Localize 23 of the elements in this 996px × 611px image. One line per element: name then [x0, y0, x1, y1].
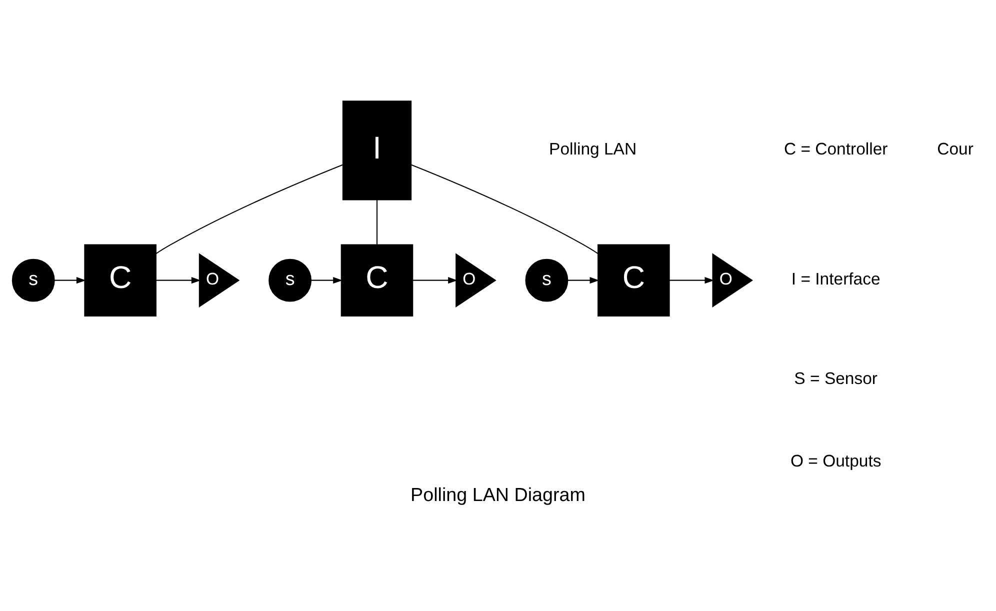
connector: [156, 164, 344, 254]
connector: [410, 164, 598, 254]
node-box: C: [84, 244, 156, 316]
node-box: C: [598, 244, 670, 316]
label: S = Sensor: [794, 368, 878, 388]
node-circle: s: [268, 258, 312, 302]
arrow: [54, 276, 86, 284]
node-circle: s: [12, 258, 55, 302]
node-box: C: [340, 244, 414, 316]
arrow: [156, 276, 201, 284]
arrow: [311, 276, 343, 284]
label: O = Outputs: [790, 451, 882, 470]
arrow: [568, 276, 600, 284]
caption: Polling LAN Diagram: [410, 483, 586, 504]
arrow: [412, 276, 458, 284]
label: Polling LAN: [549, 138, 637, 158]
label: I = Interface: [791, 268, 880, 288]
label: Cour: [937, 138, 974, 158]
label: C = Controller: [784, 138, 888, 158]
connector: [376, 199, 378, 244]
node-circle: s: [525, 258, 568, 302]
node-box: I: [342, 100, 412, 200]
arrow: [669, 276, 714, 284]
